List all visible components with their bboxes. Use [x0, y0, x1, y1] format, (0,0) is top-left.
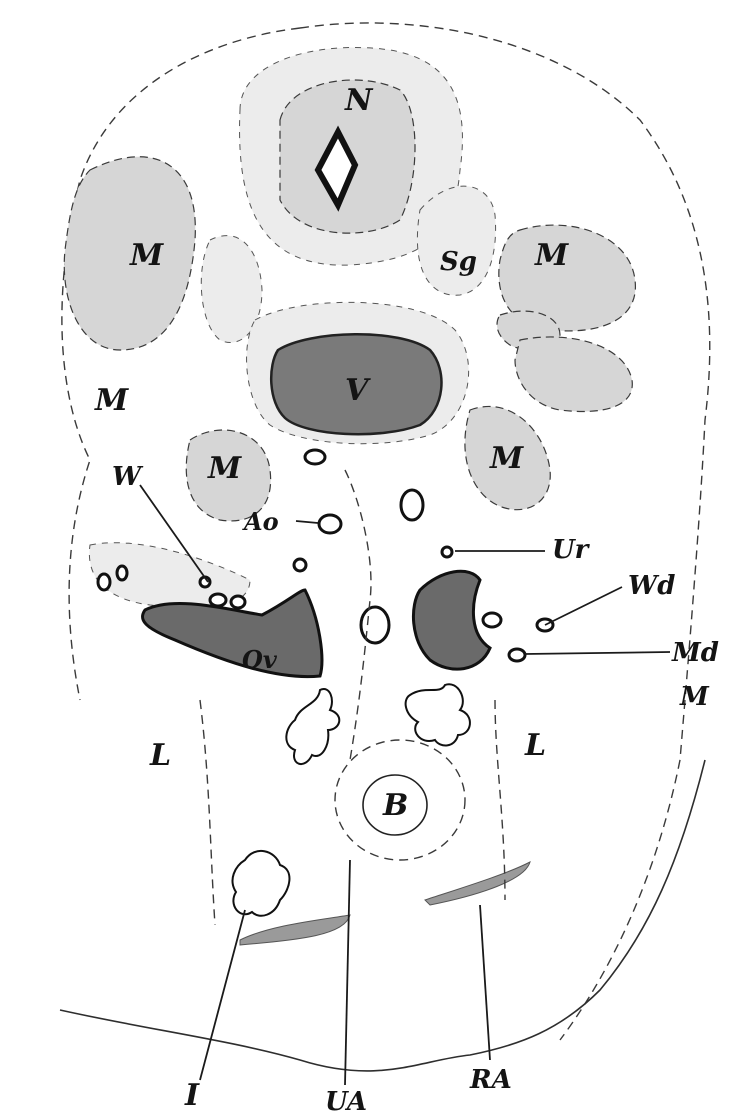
- intestine-loop-left: [286, 689, 339, 764]
- leader-md: [525, 652, 670, 654]
- intestine-loop-right: [406, 684, 470, 745]
- label-ur: Ur: [552, 535, 591, 565]
- vessel-upper: [305, 450, 325, 464]
- label-l-right: L: [524, 728, 546, 763]
- ureter: [442, 547, 452, 557]
- label-m-left-upper: M: [129, 238, 164, 273]
- peritoneal-line-left: [200, 700, 215, 925]
- vessel-small-center: [294, 559, 306, 571]
- label-m-left-lower: M: [94, 383, 129, 418]
- muscle-right-side: [515, 337, 632, 412]
- label-ao: Ao: [242, 507, 279, 536]
- aorta: [319, 515, 341, 533]
- label-n: N: [344, 83, 374, 118]
- label-w: W: [112, 462, 144, 492]
- label-md: Md: [671, 638, 719, 668]
- label-wd: Wd: [628, 571, 675, 601]
- mesonephros-left: [89, 543, 250, 608]
- sympathetic-ganglion: [417, 186, 495, 295]
- label-ov: Ov: [242, 645, 278, 674]
- label-ra: RA: [469, 1065, 512, 1095]
- label-m-right-upper: M: [534, 238, 569, 273]
- label-v: V: [345, 373, 371, 408]
- label-b: B: [382, 788, 408, 823]
- label-sg: Sg: [440, 247, 477, 277]
- vessel-right: [401, 490, 423, 520]
- leader-i: [200, 910, 245, 1080]
- leader-ra: [480, 905, 490, 1060]
- label-m-right-lower: M: [679, 682, 710, 712]
- leader-ao: [296, 521, 318, 523]
- peritoneal-line-right: [495, 700, 505, 900]
- leader-wd: [545, 587, 622, 625]
- intestine-lower: [233, 851, 290, 916]
- ovary-right: [413, 571, 490, 669]
- vessel-center-lower: [361, 607, 389, 643]
- label-m-center-left: M: [207, 451, 242, 486]
- rectus-abdominis-right: [425, 862, 530, 905]
- label-m-center-right: M: [489, 441, 524, 476]
- label-ua: UA: [325, 1087, 367, 1114]
- label-i: I: [184, 1078, 200, 1113]
- rectus-abdominis-left: [240, 915, 350, 945]
- label-l-left: L: [149, 738, 171, 773]
- leader-ua: [345, 860, 350, 1085]
